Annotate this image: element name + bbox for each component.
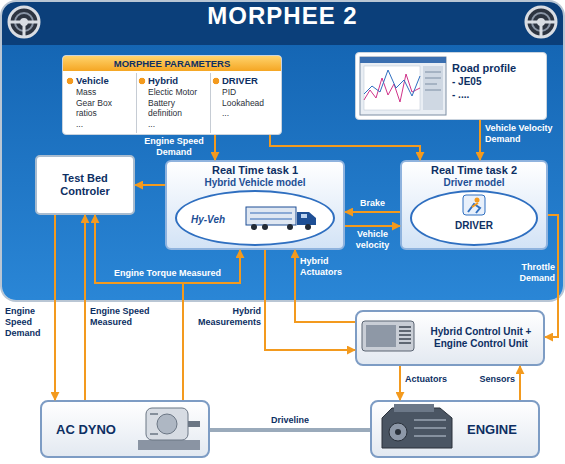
process-box: Test Bed Controler	[35, 155, 135, 215]
connector-arrow	[399, 366, 401, 400]
connector-arrow	[270, 135, 420, 160]
software-screenshot	[360, 57, 446, 115]
steering-wheel-icon	[9, 7, 39, 37]
edge-label-box: Engine Speed Demand	[137, 136, 211, 158]
driver-icon	[463, 195, 485, 215]
parameter-text: Lookahead	[212, 98, 279, 109]
edge-label-box: Engine Speed Demand	[5, 306, 52, 339]
parameter-box: MORPHEE PARAMETERS VehicleMassGear Box ra…	[62, 55, 282, 135]
task-box: Real Time task 1Hybrid Vehicle modelHy-V…	[165, 160, 345, 250]
edge-label-box: Engine Torque Measured	[100, 268, 235, 279]
node-text: ENGINE	[467, 422, 517, 437]
edge-label-box: Engine Speed Measured	[90, 306, 152, 328]
connector-arrow	[214, 135, 216, 160]
panel-title: MORPHEE 2	[2, 2, 563, 45]
edge-label: Vehicle velocity	[346, 229, 399, 251]
edge-label-box: Sensors	[455, 374, 515, 385]
box-heading: MORPHEE PARAMETERS	[63, 56, 281, 71]
edge-label: Hybrid Actuators	[300, 256, 352, 278]
node-text: Hybrid Vehicle model	[167, 177, 343, 189]
edge-label-box: Hybrid Actuators	[300, 256, 352, 278]
node-text: Road profile	[452, 61, 542, 75]
edge-label-box: Driveline	[250, 415, 330, 426]
control-unit-box: Hybrid Control Unit + Engine Control Uni…	[355, 310, 545, 366]
model-oval: Hy-Veh	[175, 190, 335, 246]
edge-label-box: Actuators	[405, 374, 465, 385]
edge-label: Sensors	[455, 374, 515, 385]
node-text: AC DYNO	[56, 422, 116, 437]
connector-arrow	[345, 225, 400, 227]
parameter-column: DRIVERPIDLookahead...	[210, 73, 280, 133]
node-text: Hybrid Control Unit + Engine Control Uni…	[425, 326, 537, 350]
steering-wheel-icon	[526, 7, 556, 37]
edge-label: Engine Torque Measured	[100, 268, 235, 279]
system-panel: MORPHEE 2 MORPHEE PARAMETERS VehicleMassGe…	[2, 2, 563, 300]
node-text: Real Time task 1	[167, 162, 343, 177]
parameter-heading: Hybrid	[138, 75, 208, 87]
edge-label: Actuators	[405, 374, 465, 385]
parameter-text: Electic Motor	[138, 87, 208, 98]
engine-picture	[382, 404, 452, 448]
edge-label-box: Vehicle velocity	[346, 229, 399, 251]
truck-illustration	[246, 207, 316, 230]
edge-label: Throttle Demand	[500, 262, 555, 284]
hardware-box: ENGINE	[370, 400, 540, 458]
node-text: Real Time task 2	[402, 162, 546, 177]
parameter-text: ...	[66, 119, 134, 130]
connector-arrow	[295, 250, 355, 322]
control-unit-picture	[362, 321, 414, 351]
road-profile-box: Road profile- JE05- ....	[355, 52, 547, 120]
parameter-column: HybridElectic MotorBattery definition...	[136, 73, 209, 133]
parameter-column: VehicleMassGear Box ratios...	[65, 73, 135, 133]
node-text: Driver model	[402, 177, 546, 189]
parameter-text: PID	[212, 87, 279, 98]
connector-arrow	[84, 215, 86, 400]
edge-label-box: Throttle Demand	[500, 262, 555, 284]
node-text: Hy-Veh	[177, 192, 333, 226]
edge-label: Hybrid Measurements	[185, 306, 261, 328]
node-text: - ....	[452, 88, 542, 101]
parameter-text: Mass	[66, 87, 134, 98]
parameter-text: ...	[212, 108, 279, 119]
connector-arrow	[54, 215, 56, 400]
connector-arrow	[135, 184, 165, 186]
parameter-heading: Vehicle	[66, 75, 134, 87]
parameter-text: Gear Box ratios	[66, 98, 134, 119]
edge-label-box: Brake	[346, 198, 399, 209]
node-text: Test Bed Controler	[37, 172, 133, 198]
node-text: DRIVER	[412, 192, 536, 232]
edge-label-box: Vehicle Velocity Demand	[485, 123, 561, 145]
connector-arrow	[345, 211, 400, 213]
dynamometer-picture	[138, 408, 200, 450]
edge-label: Engine Speed Demand	[137, 136, 211, 158]
hardware-box: AC DYNO	[40, 400, 210, 458]
edge-label-box: Hybrid Measurements	[185, 306, 261, 328]
edge-label: Engine Speed Demand	[5, 306, 52, 339]
connector-arrow	[479, 120, 481, 160]
parameter-heading: DRIVER	[212, 75, 279, 87]
edge-label: Brake	[346, 198, 399, 209]
edge-label: Driveline	[250, 415, 330, 426]
connector-line	[210, 428, 370, 432]
connector-arrow	[519, 366, 521, 400]
connector-arrow	[265, 250, 355, 350]
parameter-text: ...	[138, 119, 208, 130]
edge-label: Vehicle Velocity Demand	[485, 123, 561, 145]
model-oval: DRIVER	[410, 190, 538, 246]
task-box: Real Time task 2Driver modelDRIVER	[400, 160, 548, 250]
edge-label: Engine Speed Measured	[90, 306, 152, 328]
parameter-text: Battery definition	[138, 98, 208, 119]
node-text: - JE05	[452, 75, 542, 88]
